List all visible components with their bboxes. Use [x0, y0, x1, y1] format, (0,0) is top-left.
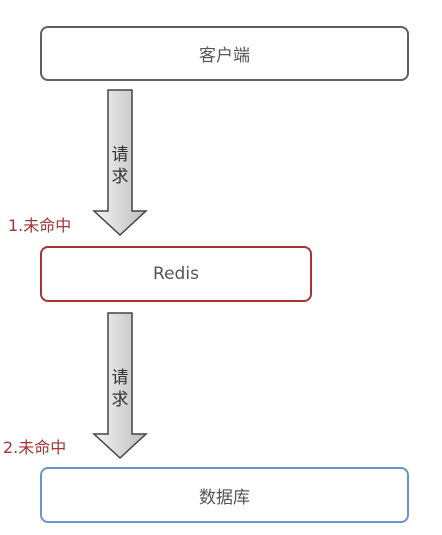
client-node-label: 客户端 — [199, 46, 250, 66]
request-label-1-char-1: 请 — [111, 145, 129, 165]
request-label-2: 请 求 — [108, 367, 132, 411]
request-label-1-char-2: 求 — [111, 167, 129, 187]
request-arrow-1: 请 求 — [92, 88, 148, 238]
database-node: 数据库 — [40, 467, 409, 523]
cache-miss-note-1: 1.未命中 — [8, 216, 72, 235]
down-arrow-icon — [92, 89, 148, 237]
request-label-2-char-2: 求 — [111, 390, 129, 410]
request-label-1: 请 求 — [108, 144, 132, 188]
down-arrow-icon — [92, 312, 148, 460]
request-label-2-char-1: 请 — [111, 368, 129, 388]
cache-miss-note-2: 2.未命中 — [3, 438, 67, 457]
client-node: 客户端 — [40, 26, 409, 81]
redis-node: Redis — [40, 246, 312, 302]
redis-node-label: Redis — [153, 264, 199, 284]
database-node-label: 数据库 — [199, 487, 250, 508]
request-arrow-2: 请 求 — [92, 311, 148, 461]
